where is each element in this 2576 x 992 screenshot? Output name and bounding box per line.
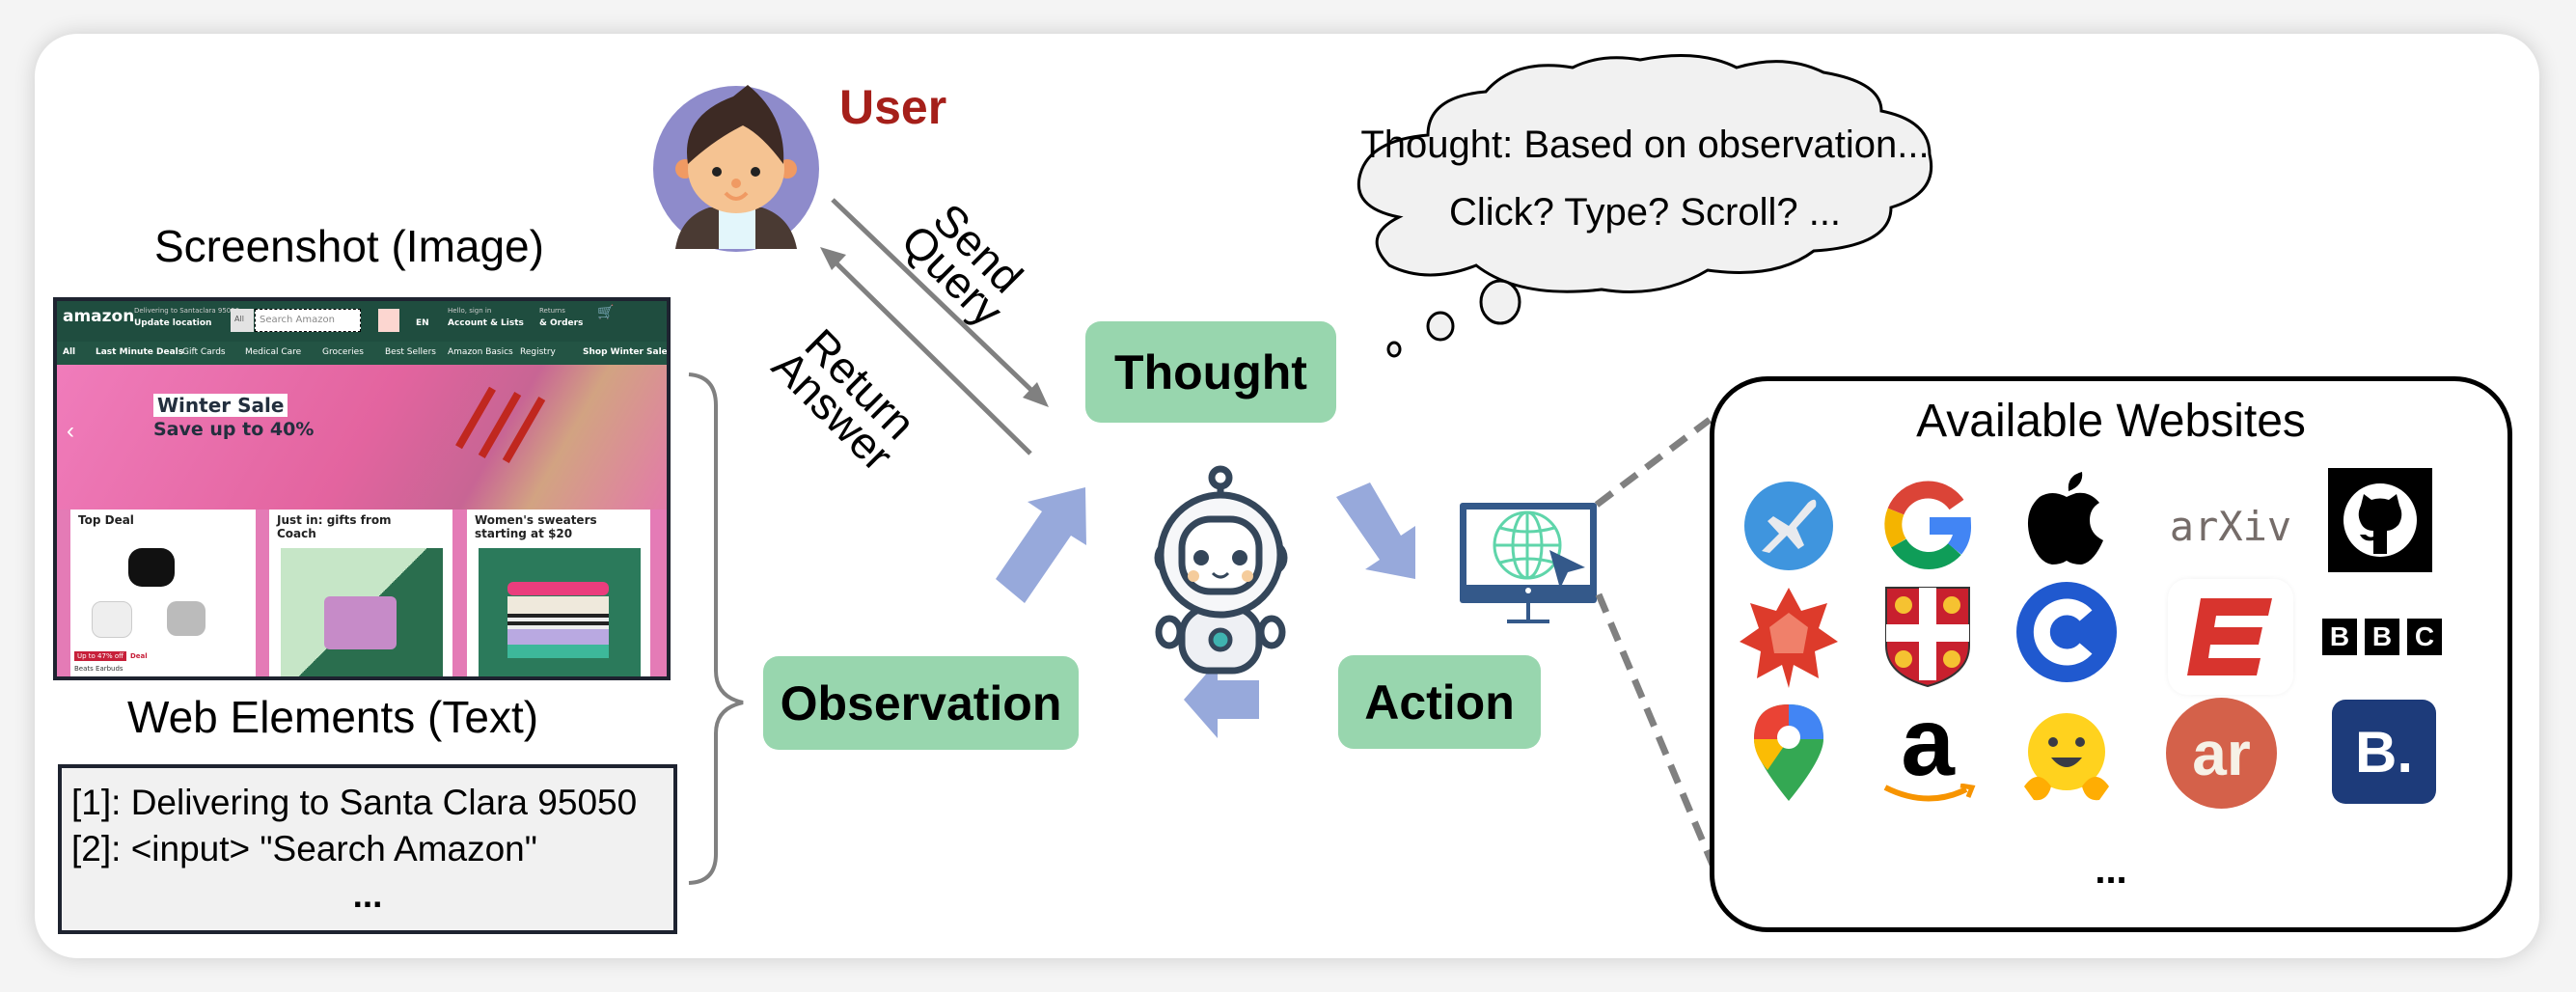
hugging-face-icon: [2014, 704, 2120, 811]
user-avatar: [653, 85, 819, 252]
web-element-line: [1]: Delivering to Santa Clara 95050: [71, 783, 638, 822]
search-category: All: [231, 309, 254, 332]
coach-bag-image: [281, 548, 443, 676]
card-title: Top Deal: [78, 513, 134, 527]
allrecipes-icon: ar: [2166, 698, 2277, 809]
language-selector: EN: [416, 318, 429, 328]
zoom-connector-bottom: [1595, 592, 1719, 873]
thought-cloud: [1357, 54, 1933, 358]
banner-subtitle: Save up to 40%: [153, 419, 315, 440]
cloud-line-2: Click? Type? Scroll? ...: [1448, 191, 1842, 234]
web-element-line: [2]: <input> "Search Amazon": [71, 829, 537, 868]
sweater-icon: [507, 614, 609, 629]
maps-pin-icon: [1736, 700, 1842, 806]
earbuds-image: [128, 548, 175, 587]
orders-link: & Orders: [539, 318, 584, 328]
banner-title: Winter Sale: [153, 394, 288, 417]
search-input: Search Amazon: [255, 309, 361, 332]
nav-all: All: [63, 347, 76, 357]
top-deal-card: Top Deal Up to 47% off Deal Beats Earbud…: [70, 510, 256, 676]
bag-icon: [324, 596, 397, 649]
account-lists: Account & Lists: [448, 318, 524, 328]
web-browser-monitor-icon: [1460, 503, 1597, 623]
zoom-connector-top: [1594, 417, 1713, 508]
user-label: User: [839, 80, 947, 134]
carousel-prev-icon: ‹: [67, 418, 74, 444]
nav-gift-cards: Gift Cards: [182, 347, 226, 357]
web-elements-title: Web Elements (Text): [127, 692, 539, 742]
arrow-observation-to-thought: [996, 487, 1086, 603]
arxiv-icon: arXiv: [2169, 502, 2292, 550]
update-location-link: Update location: [134, 318, 212, 328]
nav-best-sellers: Best Sellers: [385, 347, 436, 357]
amazon-icon: a: [1875, 694, 1981, 806]
cambridge-crest-icon: [1875, 584, 1981, 690]
web-element-ellipsis: ...: [352, 875, 383, 915]
espn-icon: [2168, 579, 2293, 695]
github-icon: [2328, 468, 2432, 572]
sweater-icon: [507, 582, 609, 595]
nav-last-minute-deals: Last Minute Deals: [96, 347, 184, 357]
sweaters-image: [479, 548, 641, 676]
booking-icon: B.: [2332, 700, 2436, 804]
google-icon: [1875, 473, 1981, 579]
cloud-line-1: Thought: Based on observation...: [1360, 124, 1930, 166]
deal-label: Deal: [130, 652, 148, 660]
web-elements-box: [1]: Delivering to Santa Clara 95050 [2]…: [58, 764, 677, 934]
action-box: Action: [1338, 655, 1541, 749]
sweater-icon: [507, 596, 609, 614]
coach-card: Just in: gifts from Coach: [269, 510, 452, 676]
send-query-arrow: [831, 198, 1049, 407]
amazon-header: amazon Delivering to Santaclara 95050 Up…: [57, 301, 667, 342]
discount-badge: Up to 47% off: [74, 651, 126, 661]
bbc-icon: B B C: [2315, 584, 2450, 690]
returns-text: Returns: [539, 307, 565, 315]
available-websites-panel: Available Websites arXiv B B C: [1710, 376, 2512, 932]
card-title: Women's sweaters starting at $20: [475, 513, 597, 540]
card-title: Just in: gifts from Coach: [277, 513, 392, 540]
search-icon: [378, 309, 399, 332]
nav-groceries: Groceries: [322, 347, 364, 357]
amazon-screenshot: amazon Delivering to Santaclara 95050 Up…: [53, 297, 671, 680]
earbuds-image: [167, 601, 206, 636]
nav-shop-winter-sale: Shop Winter Sale: [583, 347, 668, 357]
wolfram-icon: [1736, 584, 1842, 690]
return-answer-arrow: [820, 247, 1032, 455]
observation-box: Observation: [763, 656, 1079, 750]
hello-text: Hello, sign in: [448, 307, 492, 315]
deliver-to-text: Delivering to Santaclara 95050: [134, 307, 240, 315]
earbuds-image: [92, 601, 132, 638]
sweater-icon: [507, 629, 609, 645]
sweaters-card: Women's sweaters starting at $20: [467, 510, 650, 676]
brace-connector: [688, 372, 744, 885]
coursera-icon: [2014, 579, 2120, 685]
thought-box: Thought: [1085, 321, 1336, 423]
sweater-icon: [507, 645, 609, 658]
screenshot-title: Screenshot (Image): [154, 221, 544, 271]
more-websites-ellipsis: ...: [2095, 849, 2127, 892]
product-caption: Beats Earbuds: [74, 665, 123, 673]
robot-face: [1188, 550, 1253, 582]
amazon-nav: All Last Minute Deals Gift Cards Medical…: [57, 342, 667, 365]
available-websites-title: Available Websites: [1916, 396, 2306, 447]
arrow-thought-to-action: [1336, 482, 1415, 579]
robot-agent-icon: [1154, 465, 1288, 675]
apple-icon: [2014, 468, 2120, 574]
nav-amazon-basics: Amazon Basics: [448, 347, 513, 357]
nav-registry: Registry: [520, 347, 556, 357]
plane-icon: [1736, 473, 1842, 579]
winter-sale-banner: Winter Sale Save up to 40% ‹: [57, 365, 667, 510]
cart-icon: 🛒: [597, 305, 615, 320]
arrow-action-to-observation: [1184, 661, 1259, 738]
amazon-logo: amazon: [63, 307, 135, 326]
nav-medical-care: Medical Care: [245, 347, 302, 357]
